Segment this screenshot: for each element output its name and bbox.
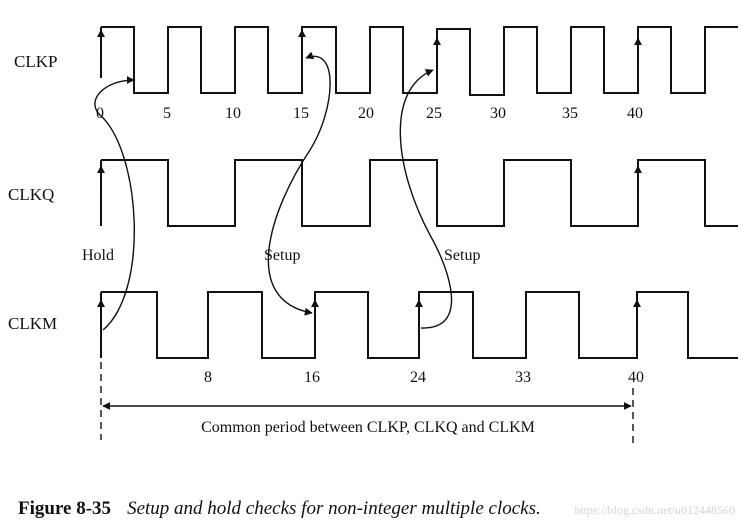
clkp-tick-0: 0	[96, 105, 104, 122]
clkm-tick-33: 33	[515, 369, 531, 386]
clkm-tick-16: 16	[304, 369, 320, 386]
figure-number: Figure 8-35	[18, 498, 111, 519]
clkp-tick-35: 35	[562, 105, 578, 122]
clkp-tick-5: 5	[163, 105, 171, 122]
setup-check-arrow-2	[399, 69, 453, 329]
watermark: https://blog.csdn.net/u012448560	[574, 503, 735, 517]
clkm-tick-24: 24	[410, 369, 426, 386]
clkp-tick-25: 25	[426, 105, 442, 122]
setup-label-1: Setup	[264, 247, 300, 264]
setup-check-arrow-1	[267, 51, 331, 316]
hold-check-arrow	[94, 76, 135, 331]
clkp-tick-30: 30	[490, 105, 506, 122]
period-label: Common period between CLKP, CLKQ and CLK…	[201, 419, 535, 436]
figure-caption-text: Setup and hold checks for non-integer mu…	[127, 498, 541, 519]
hold-label: Hold	[82, 247, 114, 264]
setup-label-2: Setup	[444, 247, 480, 264]
clkm-tick-8: 8	[204, 369, 212, 386]
figure-caption: Figure 8-35 Setup and hold checks for no…	[18, 498, 541, 519]
clkp-tick-10: 10	[225, 105, 241, 122]
clkp-tick-15: 15	[293, 105, 309, 122]
clkp-tick-40: 40	[627, 105, 643, 122]
signal-label-clkp: CLKP	[14, 52, 57, 71]
signal-label-clkq: CLKQ	[8, 185, 54, 204]
clkq-waveform	[100, 159, 738, 227]
clkp-tick-20: 20	[358, 105, 374, 122]
clkp-waveform	[100, 26, 738, 96]
signal-label-clkm: CLKM	[8, 314, 57, 333]
clkm-tick-40: 40	[628, 369, 644, 386]
